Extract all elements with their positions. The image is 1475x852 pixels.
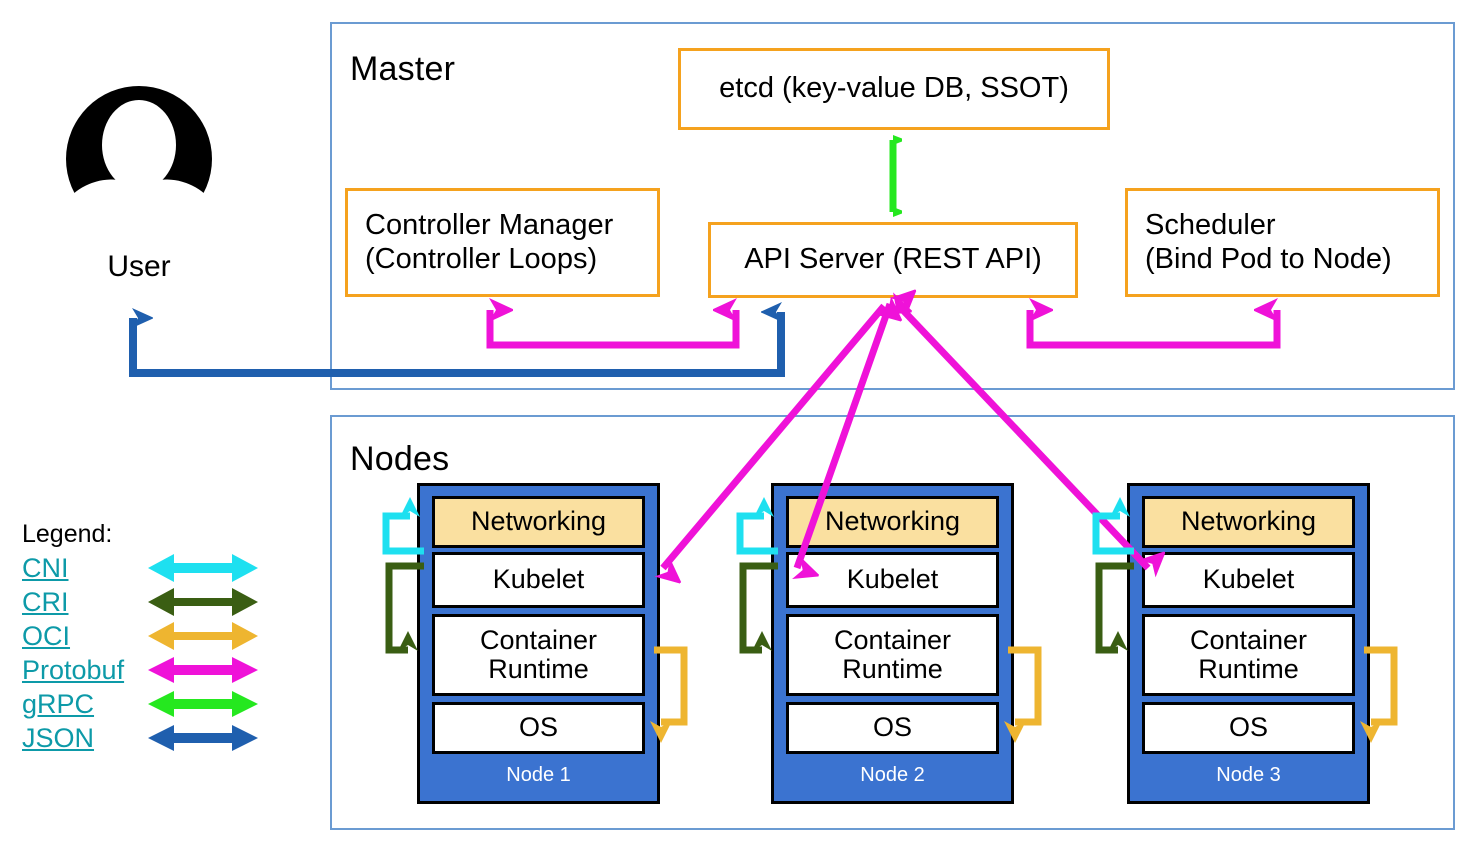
legend-arrow-cni [144,551,262,585]
node-1-name: Node 1 [506,764,571,786]
node-3-os-label: OS [1228,712,1268,743]
node-card-3[interactable]: Networking Kubelet Container Runtime OS … [1127,483,1370,804]
node-2-container-runtime-label: Container Runtime [833,624,952,684]
node-1-networking-layer[interactable]: Networking [432,496,645,548]
controller-manager-line1: Controller Manager [365,209,614,242]
node-2-name: Node 2 [860,764,925,786]
node-2-os-layer[interactable]: OS [786,702,999,754]
node-1-container-runtime-layer[interactable]: Container Runtime [432,614,645,696]
legend-link-json[interactable]: JSON [22,722,95,753]
user-caption: User [107,250,171,283]
master-group-title: Master [350,50,456,88]
etcd-label: etcd (key-value DB, SSOT) [719,72,1069,105]
legend-arrow-grpc [144,687,262,721]
legend-link-cni[interactable]: CNI [22,552,69,583]
scheduler-box[interactable]: Scheduler (Bind Pod to Node) [1125,188,1440,297]
api-server-label: API Server (REST API) [744,243,1042,276]
node-3-kubelet-layer[interactable]: Kubelet [1142,552,1355,608]
legend: Legend: CNI CRI OCI Protobuf [22,520,262,755]
node-1-os-layer[interactable]: OS [432,702,645,754]
node-3-networking-label: Networking [1180,506,1317,537]
scheduler-label: Scheduler (Bind Pod to Node) [1145,209,1392,276]
legend-row-json: JSON [22,721,262,755]
node-card-1[interactable]: Networking Kubelet Container Runtime OS … [417,483,660,804]
legend-arrow-oci [144,619,262,653]
legend-row-grpc: gRPC [22,687,262,721]
legend-row-cri: CRI [22,585,262,619]
node-2-os-label: OS [872,712,912,743]
node-2-networking-layer[interactable]: Networking [786,496,999,548]
controller-manager-label: Controller Manager (Controller Loops) [365,209,613,276]
node-2-kubelet-label: Kubelet [846,564,939,595]
api-server-box[interactable]: API Server (REST API) [708,222,1078,298]
node-1-container-runtime-label: Container Runtime [479,624,598,684]
legend-link-cri[interactable]: CRI [22,586,69,617]
node-2-networking-label: Networking [824,506,961,537]
legend-arrow-json [144,721,262,755]
node-3-os-layer[interactable]: OS [1142,702,1355,754]
node-3-container-runtime-label: Container Runtime [1189,624,1308,684]
legend-row-cni: CNI [22,551,262,585]
node-2-container-runtime-layer[interactable]: Container Runtime [786,614,999,696]
legend-link-protobuf[interactable]: Protobuf [22,654,125,685]
node-1-networking-label: Networking [470,506,607,537]
node-2-kubelet-layer[interactable]: Kubelet [786,552,999,608]
legend-link-grpc[interactable]: gRPC [22,688,95,719]
legend-row-protobuf: Protobuf [22,653,262,687]
node-1-kubelet-label: Kubelet [492,564,585,595]
node-3-networking-layer[interactable]: Networking [1142,496,1355,548]
legend-title: Legend: [22,520,113,548]
etcd-box[interactable]: etcd (key-value DB, SSOT) [678,48,1110,130]
node-3-container-runtime-layer[interactable]: Container Runtime [1142,614,1355,696]
user-avatar-icon [55,84,223,234]
controller-manager-line2: (Controller Loops) [365,242,598,275]
legend-row-oci: OCI [22,619,262,653]
legend-arrow-cri [144,585,262,619]
nodes-group-title: Nodes [350,440,450,478]
node-card-2[interactable]: Networking Kubelet Container Runtime OS … [771,483,1014,804]
scheduler-line1: Scheduler [1145,209,1276,242]
legend-arrow-protobuf [144,653,262,687]
node-1-os-label: OS [518,712,558,743]
node-1-kubelet-layer[interactable]: Kubelet [432,552,645,608]
node-3-name: Node 3 [1216,764,1281,786]
node-3-kubelet-label: Kubelet [1202,564,1295,595]
legend-link-oci[interactable]: OCI [22,620,71,651]
scheduler-line2: (Bind Pod to Node) [1145,242,1392,275]
controller-manager-box[interactable]: Controller Manager (Controller Loops) [345,188,660,297]
